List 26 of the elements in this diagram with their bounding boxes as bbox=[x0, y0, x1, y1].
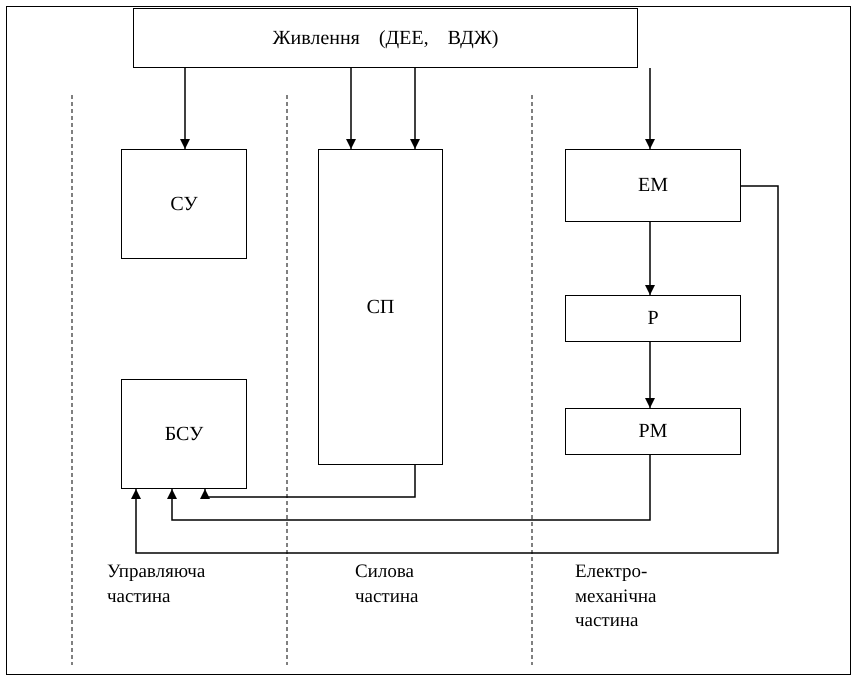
block-label: Живлення (ДЕЕ, ВДЖ) bbox=[272, 26, 498, 50]
block-label: БСУ bbox=[164, 422, 204, 446]
arrow bbox=[131, 185, 779, 554]
section-label: Електро- механічна частина bbox=[575, 560, 658, 634]
block-label: СУ bbox=[170, 192, 198, 216]
block-label: РМ bbox=[638, 420, 668, 443]
block-box bbox=[121, 149, 247, 259]
section-label: Управляюча частина bbox=[107, 560, 206, 609]
block-box bbox=[121, 379, 247, 489]
block-label: СП bbox=[366, 296, 394, 318]
arrow bbox=[180, 68, 190, 149]
arrow bbox=[410, 68, 420, 149]
block-box bbox=[565, 149, 741, 222]
arrow bbox=[200, 465, 416, 499]
block-label: Р bbox=[647, 307, 659, 330]
arrow bbox=[167, 455, 651, 521]
arrow bbox=[645, 342, 655, 408]
section-label: Силова частина bbox=[355, 560, 420, 609]
arrow bbox=[346, 68, 356, 149]
arrow bbox=[645, 68, 655, 149]
block-box bbox=[565, 295, 741, 342]
supply-box bbox=[133, 8, 638, 68]
block-box bbox=[565, 408, 741, 455]
block-box bbox=[318, 149, 443, 465]
arrow bbox=[645, 222, 655, 295]
block-label: ЕМ bbox=[638, 174, 668, 197]
